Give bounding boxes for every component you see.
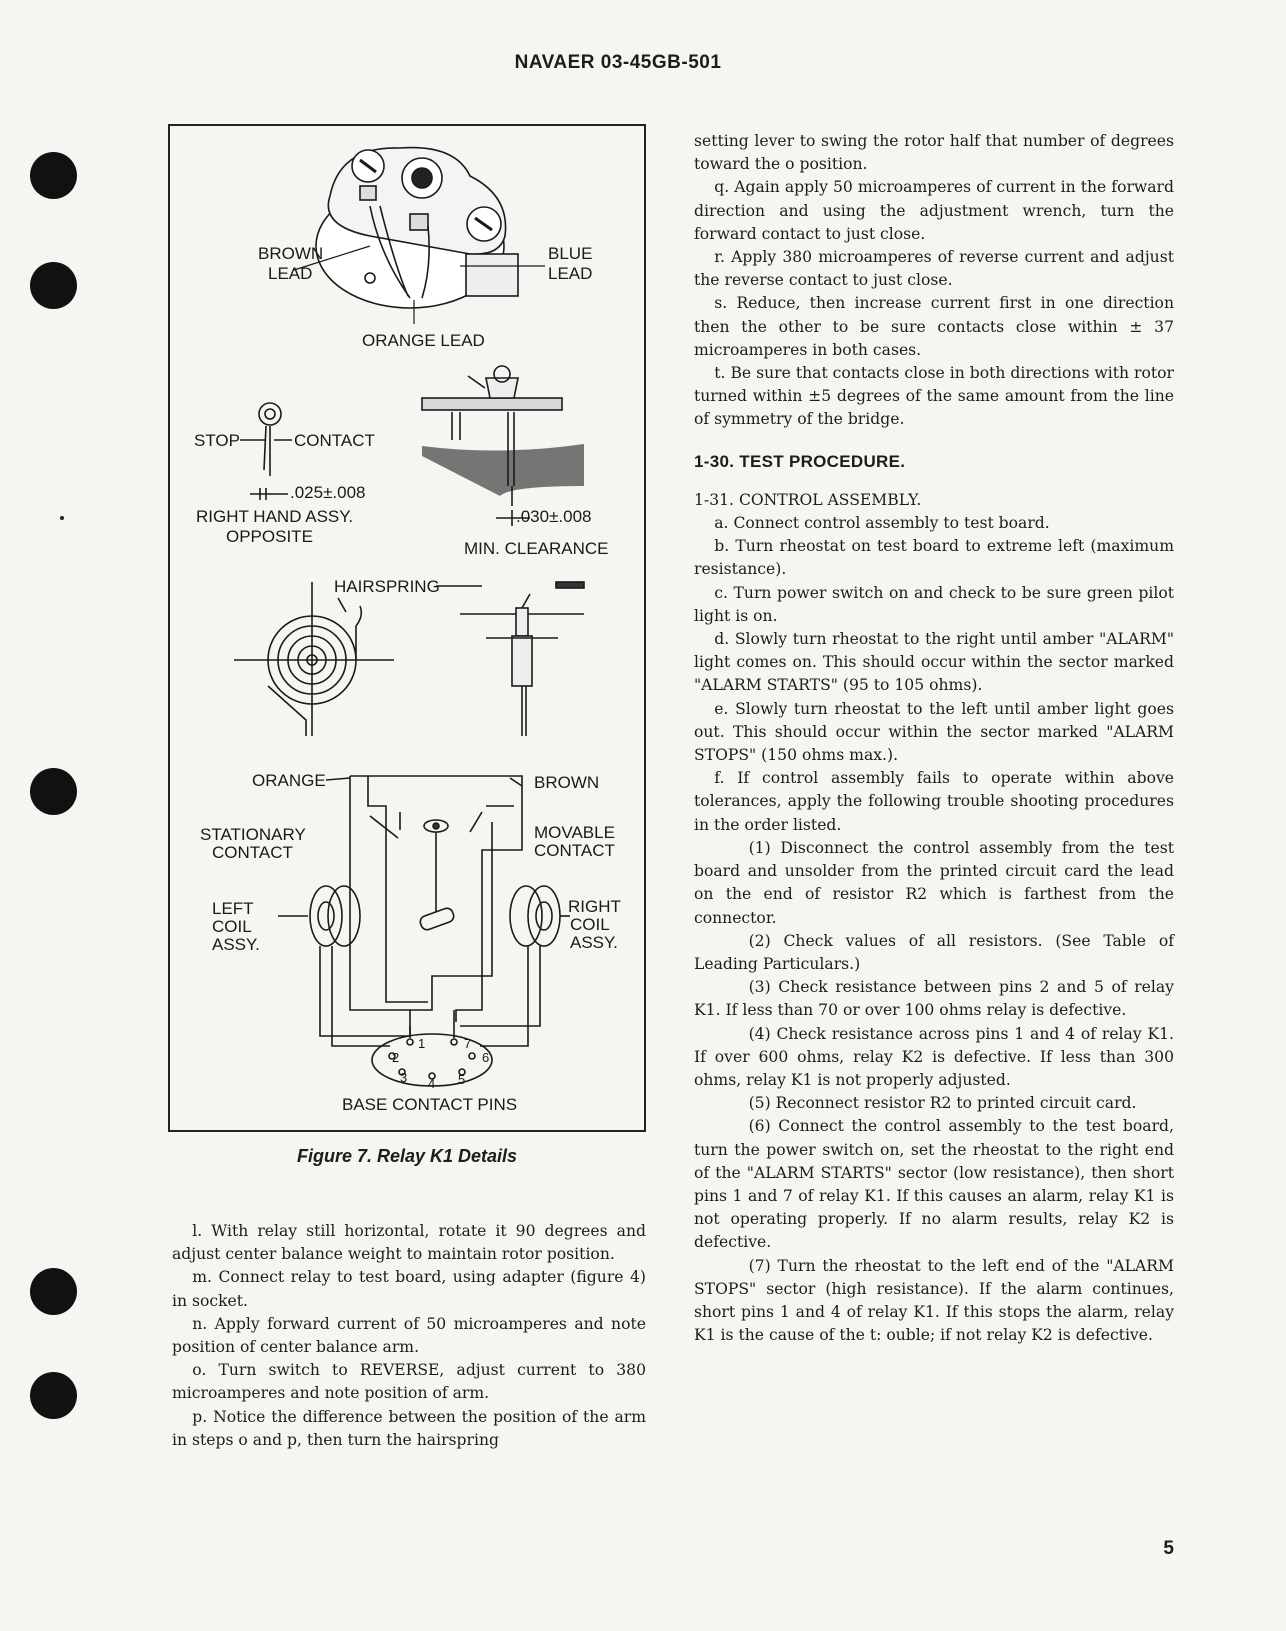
orange-lead-label: ORANGE LEAD [362,331,485,350]
step-e: e. Slowly turn rheostat to the left unti… [694,699,1174,765]
step-n: n. Apply forward current of 50 microampe… [172,1314,646,1357]
substep-5: (5) Reconnect resistor R2 to printed cir… [748,1094,1137,1113]
step-c: c. Turn power switch on and check to be … [694,583,1174,625]
gap-025-label: .025±.008 [290,483,366,502]
pin-7: 7 [464,1036,471,1051]
pin-5: 5 [458,1072,465,1087]
brown-lead-label-1: BROWN [258,244,323,263]
blue-lead-label-2: LEAD [548,264,592,283]
binder-hole-1 [30,152,77,199]
substep-6: (6) Connect the control assembly to the … [694,1117,1174,1252]
step-t: t. Be sure that contacts close in both d… [694,364,1174,429]
substep-1: (1) Disconnect the control assembly from… [694,838,1174,927]
contact-label: CONTACT [294,431,375,450]
pin-2: 2 [392,1050,399,1065]
pin-3: 3 [400,1070,407,1085]
relay-diagram: BROWN LEAD BLUE LEAD ORANGE LEAD STOP CO… [194,146,621,1114]
page-number: 5 [1163,1538,1174,1559]
substep-3: (3) Check resistance between pins 2 and … [694,978,1174,1020]
stop-contact-detail [240,402,292,500]
base-contact-pins-label: BASE CONTACT PINS [342,1095,517,1114]
binder-hole-2 [30,262,77,309]
movable-contact-label: CONTACT [534,841,615,860]
binder-hole-3 [30,768,77,815]
hairspring-detail [234,581,585,736]
right-label: RIGHT [568,897,621,916]
binder-hole-5 [30,1372,77,1419]
right-coil-label: COIL [570,915,610,934]
figure-caption: Figure 7. Relay K1 Details [296,1146,518,1166]
left-coil-label: COIL [212,917,252,936]
opposite-label: OPPOSITE [226,527,313,546]
min-clearance-label: MIN. CLEARANCE [464,539,609,558]
relay-top-assembly [315,146,519,309]
step-s: s. Reduce, then increase current first i… [694,294,1174,359]
binder-hole-4 [30,1268,77,1315]
page-header: NAVAER 03-45GB-501 [514,52,722,73]
left-assy-label: ASSY. [212,935,260,954]
brown-label: BROWN [534,773,599,792]
left-label: LEFT [212,899,254,918]
margin-mark [60,516,64,520]
right-assy-label: ASSY. [570,933,618,952]
substep-7: (7) Turn the rheostat to the left end of… [694,1256,1174,1345]
step-m: m. Connect relay to test board, using ad… [172,1268,646,1310]
pin-1: 1 [418,1036,425,1051]
relay-schematic [278,775,570,1087]
figure-7-relay-k1: BROWN LEAD BLUE LEAD ORANGE LEAD STOP CO… [168,124,646,1132]
pin-6: 6 [482,1050,489,1065]
movable-label: MOVABLE [534,823,615,842]
section-heading: 1-30. TEST PROCEDURE. [694,451,906,471]
stationary-label: STATIONARY [200,825,306,844]
substep-4: (4) Check resistance across pins 1 and 4… [694,1024,1174,1089]
step-b: b. Turn rheostat on test board to extrem… [694,537,1174,579]
substep-2: (2) Check values of all resistors. (See … [694,931,1174,973]
continuation-text: setting lever to swing the rotor half th… [694,132,1174,174]
step-a: a. Connect control assembly to test boar… [714,514,1050,533]
subsection-heading: 1-31. CONTROL ASSEMBLY. [694,490,922,509]
gap-030-label: .030±.008 [516,507,592,526]
step-d: d. Slowly turn rheostat to the right unt… [694,630,1174,695]
hairspring-label: HAIRSPRING [334,577,440,596]
step-q: q. Again apply 50 microamperes of curren… [694,178,1174,243]
orange-label: ORANGE [252,771,326,790]
right-hand-assy-label: RIGHT HAND ASSY. [196,507,353,526]
step-l: l. With relay still horizontal, rotate i… [172,1222,646,1264]
step-o: o. Turn switch to REVERSE, adjust curren… [172,1361,646,1403]
step-p: p. Notice the difference between the pos… [172,1407,646,1449]
min-clearance-detail [421,365,584,526]
step-r: r. Apply 380 microamperes of reverse cur… [694,248,1174,290]
pin-4: 4 [428,1076,435,1091]
left-column-text: l. With relay still horizontal, rotate i… [172,1220,646,1452]
brown-lead-label-2: LEAD [268,264,312,283]
stop-label: STOP [194,431,240,450]
stationary-contact-label: CONTACT [212,843,293,862]
right-column-text: setting lever to swing the rotor half th… [694,130,1174,1347]
step-f: f. If control assembly fails to operate … [694,769,1174,834]
blue-lead-label-1: BLUE [548,244,592,263]
